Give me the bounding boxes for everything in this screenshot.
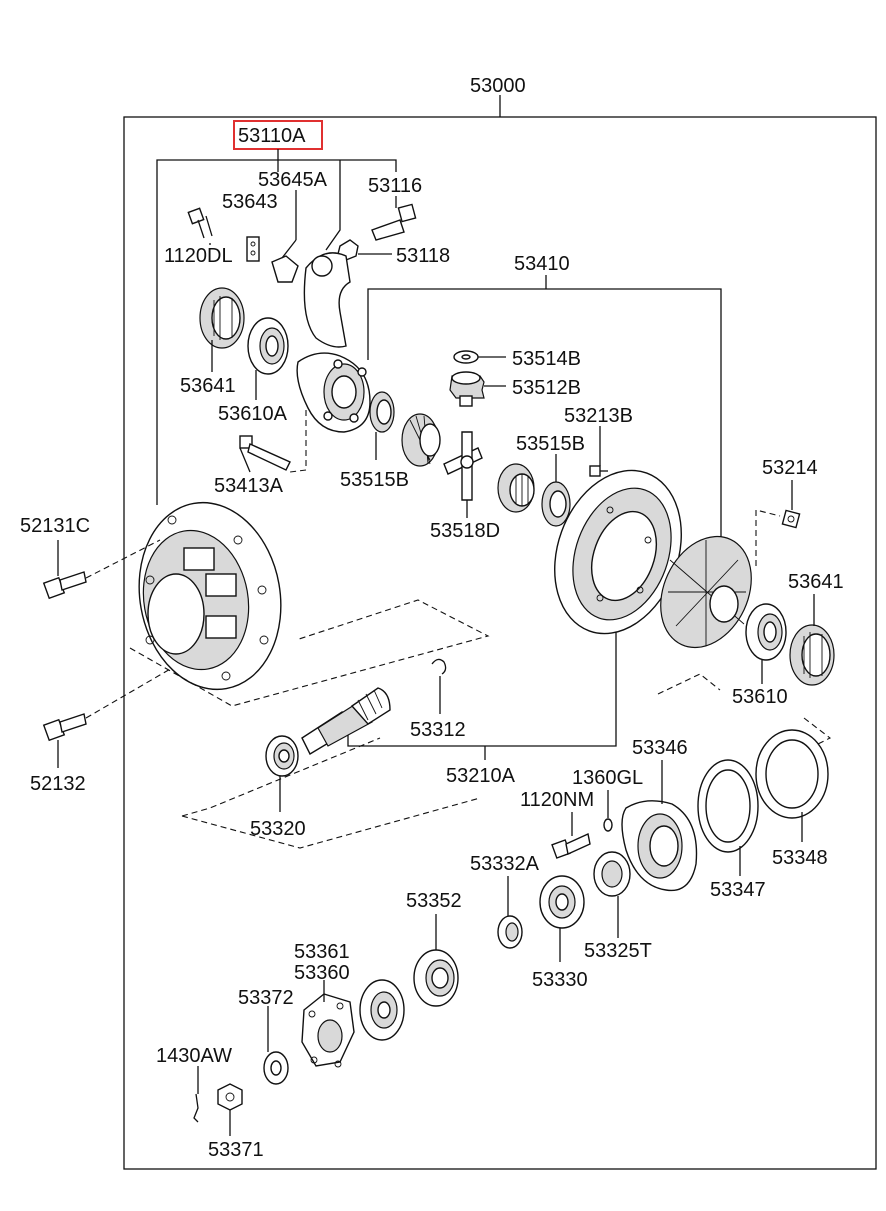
carrier-flange[interactable] — [643, 522, 768, 663]
label-53610: 53610 — [732, 686, 788, 708]
washer-53372[interactable] — [263, 1051, 289, 1085]
shim-53348[interactable] — [755, 729, 829, 819]
washer-1360GL[interactable] — [603, 818, 613, 832]
label-53110A[interactable]: 53110A — [238, 125, 306, 147]
label-1120NM: 1120NM — [520, 789, 594, 811]
label-53347: 53347 — [710, 879, 766, 901]
label-53413A: 53413A — [214, 475, 284, 497]
adjuster-53641-right[interactable] — [789, 624, 835, 686]
lock-plate-53645A[interactable] — [271, 255, 299, 283]
label-53346: 53346 — [632, 737, 688, 759]
snap-ring-53312[interactable] — [431, 658, 447, 675]
retainer-53346[interactable] — [621, 800, 698, 892]
spacer-53332A[interactable] — [497, 915, 523, 949]
label-1360GL: 1360GL — [572, 767, 643, 789]
bolt-53116[interactable] — [371, 203, 417, 241]
bolt-53643[interactable] — [187, 207, 213, 239]
label-52132: 52132 — [30, 773, 86, 795]
bolt-52132[interactable] — [42, 713, 87, 742]
label-53214: 53214 — [762, 457, 818, 479]
label-53000: 53000 — [470, 75, 526, 97]
label-1430AW: 1430AW — [156, 1045, 232, 1067]
label-53330: 53330 — [532, 969, 588, 991]
side-gear-splined[interactable] — [497, 463, 535, 513]
bolt-1120NM[interactable] — [551, 832, 591, 859]
thrust-washer-53515B-left[interactable] — [369, 391, 395, 433]
label-53518D: 53518D — [430, 520, 500, 542]
label-53312: 53312 — [410, 719, 466, 741]
label-53116: 53116 — [368, 175, 422, 197]
label-53213B: 53213B — [564, 405, 633, 427]
label-53360: 53360 — [294, 962, 350, 984]
adjuster-53641-left[interactable] — [199, 287, 245, 349]
label-53515B-left: 53515B — [340, 469, 409, 491]
bolt-53213B[interactable] — [589, 465, 608, 477]
label-1120DL: 1120DL — [164, 245, 233, 267]
label-53610A: 53610A — [218, 403, 288, 425]
pinion-53512B[interactable] — [449, 371, 485, 407]
label-53514B: 53514B — [512, 348, 581, 370]
label-53645A: 53645A — [258, 169, 328, 191]
oil-seal-53352[interactable] — [413, 949, 459, 1007]
carrier-housing[interactable] — [125, 491, 296, 700]
bearing-cap[interactable] — [303, 252, 351, 348]
label-53361: 53361 — [294, 941, 350, 963]
label-53320: 53320 — [250, 818, 306, 840]
bolt-53413A[interactable] — [239, 435, 291, 471]
bearing-53330[interactable] — [539, 875, 585, 929]
label-53210A: 53210A — [446, 765, 516, 787]
label-53643: 53643 — [222, 191, 278, 213]
bearing-53320[interactable] — [265, 735, 299, 777]
label-53512B: 53512B — [512, 377, 581, 399]
bearing-53610A[interactable] — [247, 317, 289, 375]
nut-53214[interactable] — [781, 509, 801, 529]
ring-gear[interactable] — [533, 453, 703, 652]
companion-flange-53361[interactable] — [301, 993, 355, 1068]
nut-53371[interactable] — [217, 1083, 243, 1111]
label-53352: 53352 — [406, 890, 462, 912]
label-53332A: 53332A — [470, 853, 540, 875]
label-53371: 53371 — [208, 1139, 264, 1161]
label-53118: 53118 — [396, 245, 450, 267]
bearing-53610[interactable] — [745, 603, 787, 661]
cotter-pin-1430AW[interactable] — [193, 1093, 199, 1123]
label-53515B-right: 53515B — [516, 433, 585, 455]
label-53410: 53410 — [514, 253, 570, 275]
bolt-52131C[interactable] — [42, 571, 87, 600]
thrust-washer-53515B-right[interactable] — [541, 481, 571, 527]
label-53641-left: 53641 — [180, 375, 236, 397]
label-52131C: 52131C — [20, 515, 90, 537]
label-53372: 53372 — [238, 987, 294, 1009]
drive-pinion-53210A[interactable] — [301, 687, 391, 755]
spacer-53325T[interactable] — [593, 851, 631, 897]
lock-plate-53643[interactable] — [246, 236, 260, 262]
differential-case[interactable] — [296, 352, 371, 433]
side-gear[interactable] — [401, 413, 441, 467]
gasket-53347[interactable] — [697, 759, 759, 853]
cross-shaft-53518D[interactable] — [443, 431, 483, 501]
label-53641-right: 53641 — [788, 571, 844, 593]
label-53325T: 53325T — [584, 940, 652, 962]
dust-cover-53360[interactable] — [359, 979, 405, 1041]
label-53348: 53348 — [772, 847, 828, 869]
